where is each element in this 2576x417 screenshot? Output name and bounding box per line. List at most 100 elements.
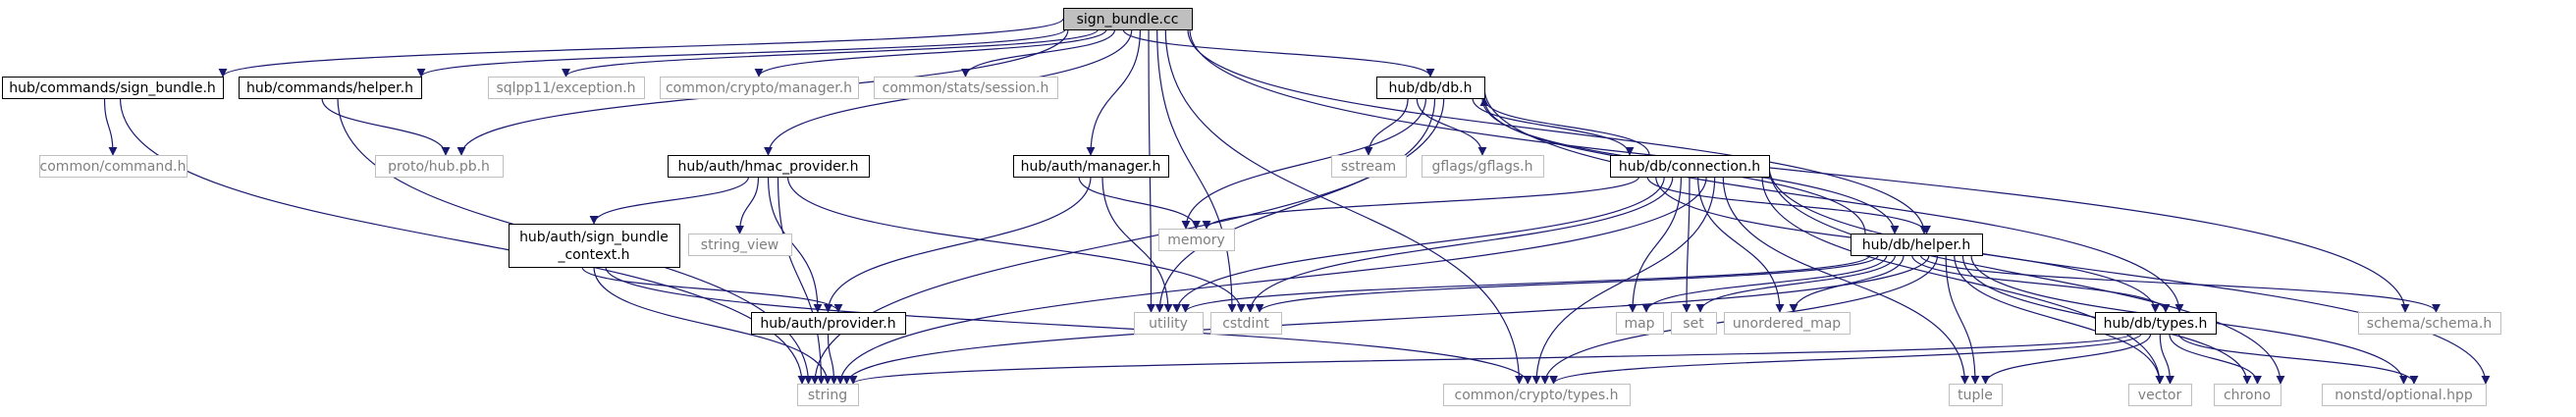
- node-box: [660, 77, 859, 99]
- node-box: [1376, 77, 1485, 99]
- node-label: common/crypto/manager.h: [666, 80, 852, 96]
- node-common-stats-session-h: common/stats/session.h: [874, 77, 1058, 99]
- node-string-view: string_view: [688, 234, 792, 256]
- edge-path: [1696, 176, 1785, 313]
- node-hub-commands-helper-h[interactable]: hub/commands/helper.h: [239, 77, 422, 99]
- node-schema-schema-h: schema/schema.h: [2358, 312, 2501, 335]
- edge-hub_db_types_h-to-chrono: [2169, 333, 2262, 385]
- edge-hub_db_types_h-to-nonstd_optional_hpp: [2177, 333, 2419, 385]
- node-unordered-map: unordered_map: [1724, 312, 1851, 335]
- edge-path: [581, 266, 843, 313]
- edge-hub_db_connection_h-to-memory: [1202, 176, 1640, 230]
- edge-path: [1919, 254, 2441, 313]
- node-map: map: [1616, 312, 1664, 335]
- edge-hub_db_types_h-to-vector: [2159, 333, 2174, 385]
- edge-hub_db_helper_h-to-unordered_map: [1789, 254, 1905, 313]
- node-label: vector: [2138, 388, 2182, 403]
- node-label: hub/db/db.h: [1389, 80, 1473, 96]
- node-label: chrono: [2224, 388, 2271, 403]
- edge-hub_db_helper_h-to-tuple: [1945, 254, 1980, 385]
- node-hub-db-helper-h[interactable]: hub/db/helper.h: [1851, 234, 1983, 256]
- node-common-crypto-types-h: common/crypto/types.h: [1443, 384, 1631, 406]
- node-box: [488, 77, 645, 99]
- node-label: memory: [1167, 233, 1225, 248]
- edge-hub_db_connection_h-to-string: [835, 176, 1707, 385]
- node-box: [1616, 312, 1664, 335]
- node-sign-bundle-cc[interactable]: sign_bundle.cc: [1063, 8, 1193, 30]
- edge-path: [827, 333, 838, 385]
- node-label: map: [1624, 316, 1654, 332]
- node-label: sign_bundle.cc: [1077, 12, 1179, 27]
- node-sstream: sstream: [1331, 155, 1407, 178]
- node-label: sqlpp11/exception.h: [496, 80, 635, 96]
- node-hub-auth-hmac-provider-h[interactable]: hub/auth/hmac_provider.h: [668, 155, 870, 178]
- edge-hub_commands_helper_h-to-proto_hub_pb_h: [321, 97, 451, 156]
- node-box: [1063, 8, 1193, 30]
- edge-hub_auth_manager_h-to-memory: [1078, 176, 1201, 230]
- node-box: [1949, 384, 2003, 406]
- node-hub-auth-sign-bundle-context-h[interactable]: hub/auth/sign_bundle_context.h: [509, 224, 680, 268]
- node-label: hub/commands/helper.h: [246, 80, 413, 96]
- edge-hub_db_db_h-to-string: [810, 97, 1445, 385]
- node-box: [1158, 229, 1235, 251]
- edge-path: [1172, 176, 1665, 313]
- edge-sign_bundle_cc-to-common_crypto_manager_h: [754, 28, 1107, 78]
- edge-sign_bundle_cc-to-hub_db_db_h: [1122, 28, 1435, 78]
- edge-hub_db_helper_h-to-utility: [1181, 254, 1871, 313]
- node-box: [39, 155, 188, 178]
- edge-path: [1682, 176, 1691, 313]
- edge-path: [1122, 28, 1435, 78]
- edge-hub_db_connection_h-to-set: [1682, 176, 1691, 313]
- edge-path: [2159, 333, 2174, 385]
- node-label: hub/commands/sign_bundle.h: [9, 80, 216, 96]
- edge-path: [848, 333, 2133, 385]
- edge-path: [593, 266, 832, 385]
- edge-path: [754, 28, 1107, 78]
- dependency-nodes: sign_bundle.cc hub/commands/sign_bundle.h…: [2, 8, 2501, 406]
- edge-sign_bundle_cc-to-hub_db_helper_h: [1187, 28, 1929, 235]
- edge-path: [824, 176, 1092, 313]
- edge-path: [1202, 176, 1640, 230]
- edge-sign_bundle_cc-to-common_stats_session_h: [961, 28, 1116, 78]
- edge-hub_db_types_h-to-tuple: [1981, 333, 2152, 385]
- edge-hub_commands_sign_bundle_h-to-common_command_h: [103, 97, 118, 156]
- node-common-command-h: common/command.h: [39, 155, 188, 178]
- node-hub-auth-manager-h[interactable]: hub/auth/manager.h: [1013, 155, 1169, 178]
- node-label: common/crypto/types.h: [1455, 388, 1619, 403]
- node-label: string: [808, 388, 847, 403]
- node-label: string_view: [701, 237, 778, 253]
- edge-sign_bundle_cc-to-hub_auth_manager_h: [1086, 28, 1142, 156]
- node-label: common/stats/session.h: [883, 80, 1049, 96]
- edge-hub_db_helper_h-to-map: [1641, 254, 1888, 313]
- edge-path: [605, 266, 1532, 385]
- node-utility: utility: [1134, 312, 1204, 335]
- node-label: common/command.h: [40, 159, 187, 175]
- edge-path: [1189, 28, 2410, 313]
- node-hub-db-connection-h[interactable]: hub/db/connection.h: [1610, 155, 1770, 178]
- node-box: [1013, 155, 1169, 178]
- node-box: [1724, 312, 1851, 335]
- node-hub-auth-provider-h[interactable]: hub/auth/provider.h: [751, 312, 906, 335]
- edge-hub_auth_hmac_provider_h-to-string_view: [735, 176, 760, 235]
- edge-hub_db_helper_h-to-vector: [1954, 254, 2165, 385]
- edge-hub_db_connection_h-to-map: [1628, 176, 1683, 313]
- node-label: hub/auth/manager.h: [1021, 159, 1161, 175]
- node-hub-commands-sign-bundle-h[interactable]: hub/commands/sign_bundle.h: [2, 77, 224, 99]
- node-hub-db-db-h[interactable]: hub/db/db.h: [1376, 77, 1485, 99]
- node-label: hub/db/connection.h: [1619, 159, 1760, 175]
- edge-path: [1695, 254, 1897, 313]
- node-box: [2322, 384, 2487, 406]
- node-set: set: [1671, 312, 1717, 335]
- node-label: gflags/gflags.h: [1432, 159, 1533, 175]
- edge-path: [1628, 176, 1683, 313]
- node-box: [2095, 312, 2217, 335]
- edge-path: [1768, 165, 2491, 385]
- edge-hub_auth_sign_bundle_context_h-to-hub_auth_provider_h: [581, 266, 843, 313]
- node-vector: vector: [2128, 384, 2192, 406]
- edge-path: [1641, 254, 1888, 313]
- node-hub-db-types-h[interactable]: hub/db/types.h: [2095, 312, 2217, 335]
- node-memory: memory: [1158, 229, 1235, 251]
- node-label: unordered_map: [1733, 316, 1841, 332]
- edge-path: [1911, 254, 2171, 313]
